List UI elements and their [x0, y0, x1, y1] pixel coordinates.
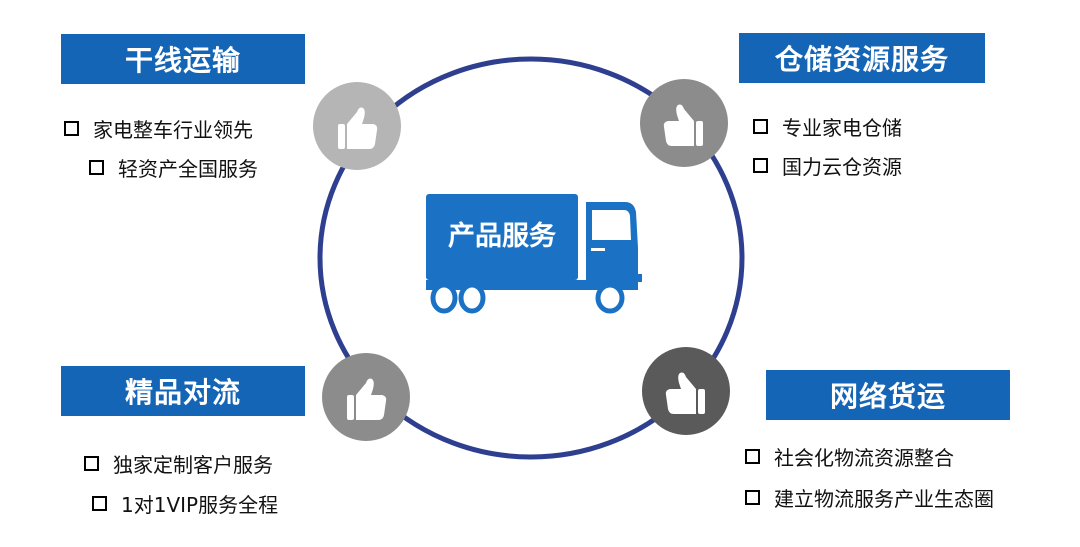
list-item: 1对1VIP服务全程 [92, 489, 278, 518]
truck-icon: 产品服务 [426, 194, 642, 314]
square-bullet-icon [64, 121, 79, 136]
quadrant-title-premium-flow: 精品对流 [61, 366, 305, 416]
list-item: 专业家电仓储 [753, 112, 902, 141]
center-label: 产品服务 [448, 221, 556, 252]
list-item: 社会化物流资源整合 [745, 442, 954, 471]
list-item: 轻资产全国服务 [89, 153, 258, 182]
square-bullet-icon [745, 449, 760, 464]
square-bullet-icon [753, 158, 768, 173]
square-bullet-icon [753, 119, 768, 134]
square-bullet-icon [84, 456, 99, 471]
thumbs-up-icon [642, 347, 730, 435]
thumbs-up-icon [640, 79, 728, 167]
square-bullet-icon [89, 160, 104, 175]
quadrant-title-warehouse-service: 仓储资源服务 [739, 33, 985, 83]
square-bullet-icon [92, 496, 107, 511]
list-item: 建立物流服务产业生态圈 [745, 483, 994, 512]
quadrant-title-trunk-transport: 干线运输 [61, 34, 305, 84]
square-bullet-icon [745, 490, 760, 505]
thumbs-up-icon [322, 353, 410, 441]
thumbs-up-icon [313, 82, 401, 170]
quadrant-title-network-freight: 网络货运 [766, 370, 1010, 420]
list-item: 独家定制客户服务 [84, 449, 273, 478]
list-item: 家电整车行业领先 [64, 114, 253, 143]
list-item: 国力云仓资源 [753, 151, 902, 180]
